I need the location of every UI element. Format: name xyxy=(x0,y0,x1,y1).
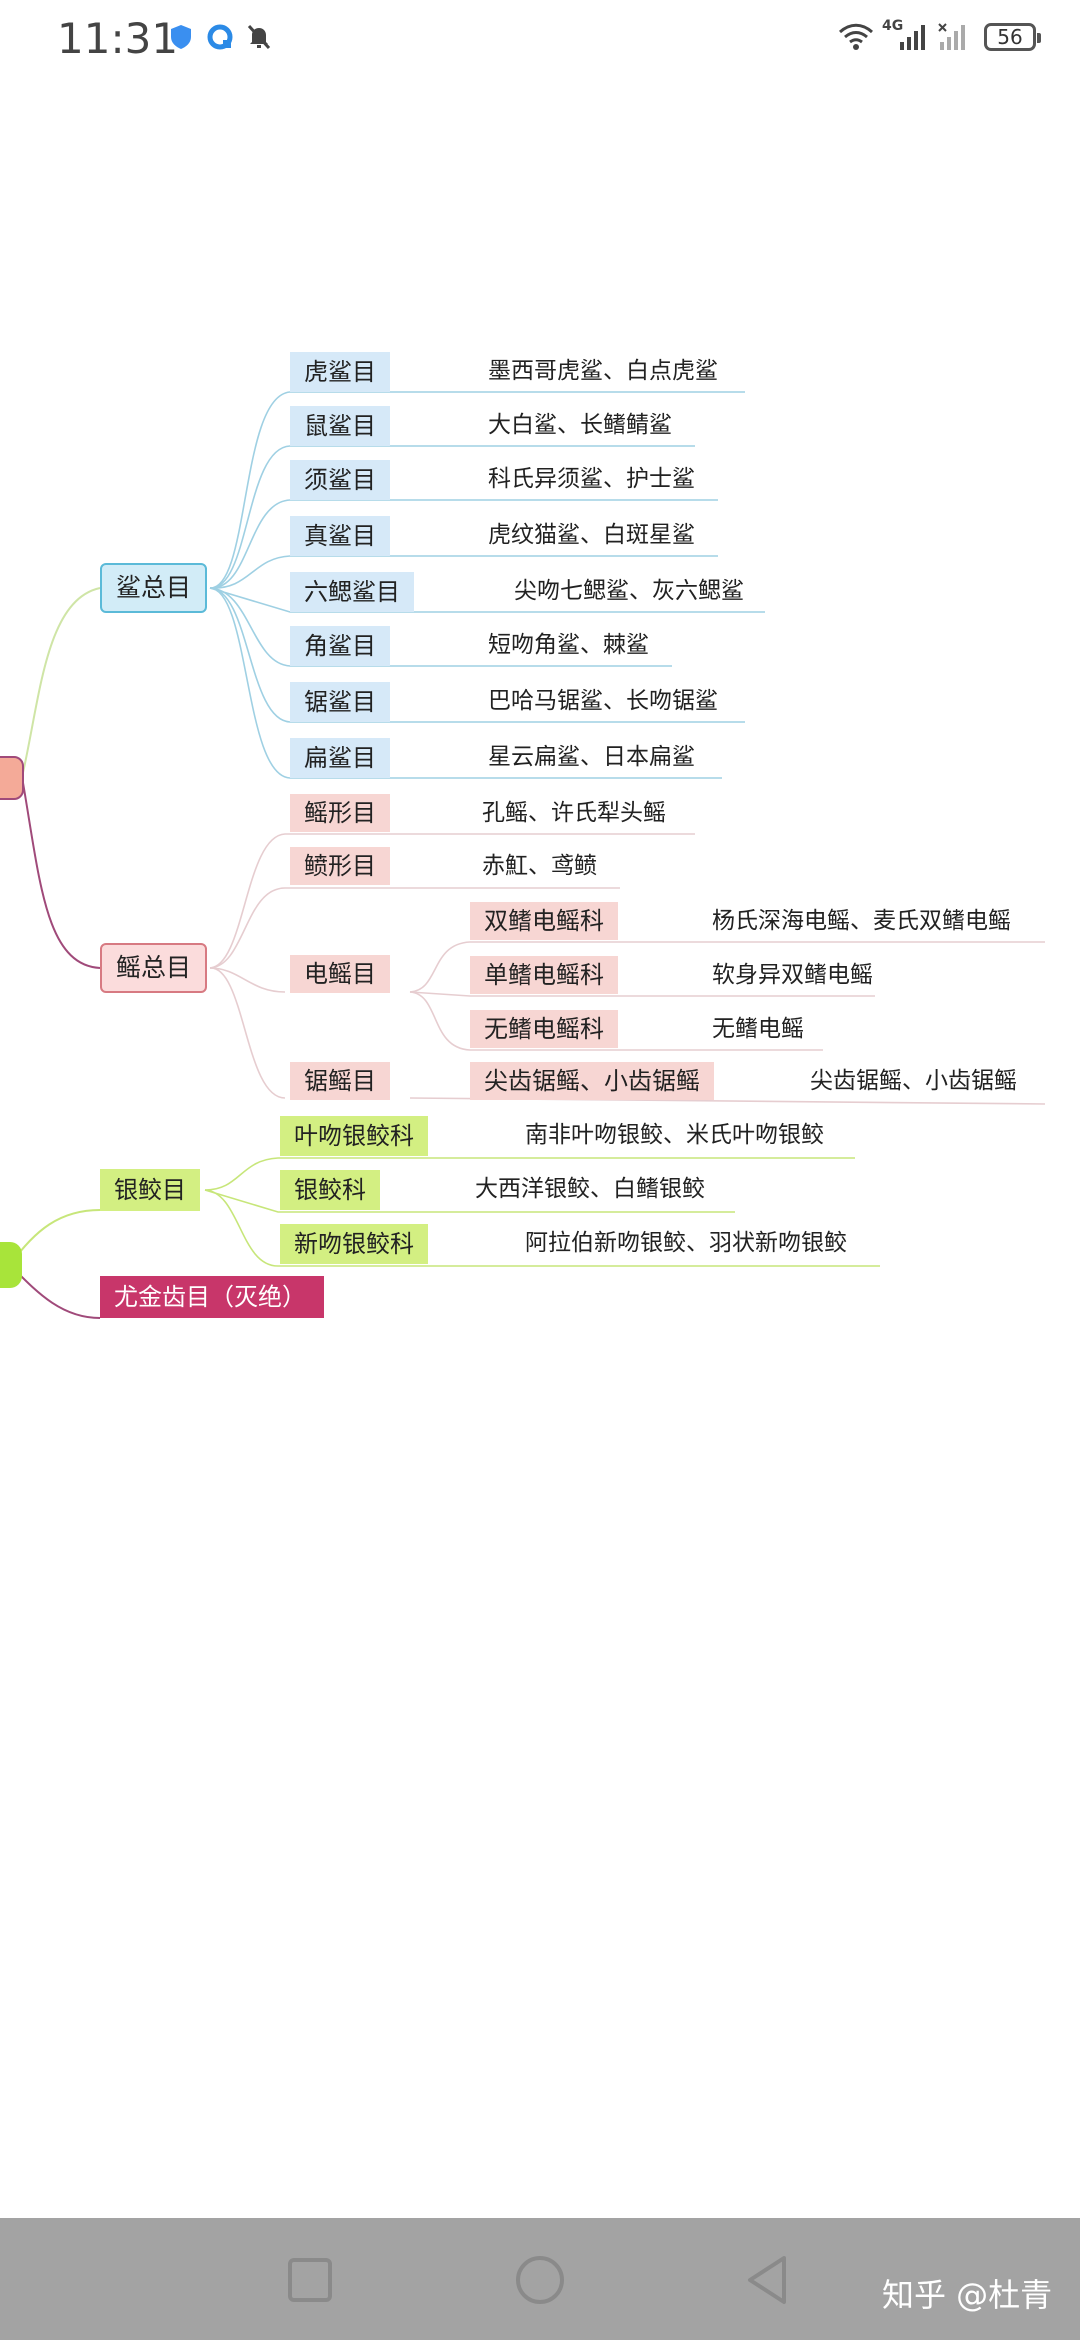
recent-apps-icon[interactable] xyxy=(282,2252,338,2308)
leaf-examples: 软身异双鳍电鳐 xyxy=(712,962,873,988)
leaf-examples: 南非叶吻银鲛、米氏叶吻银鲛 xyxy=(525,1122,824,1148)
leaf-examples: 大白鲨、长鳍鲭鲨 xyxy=(488,412,672,438)
battery-level: 56 xyxy=(997,25,1023,49)
node-order[interactable]: 须鲨目 xyxy=(290,460,390,500)
node-order[interactable]: 真鲨目 xyxy=(290,516,390,556)
node-order[interactable]: 角鲨目 xyxy=(290,626,390,666)
leaf-examples: 巴哈马锯鲨、长吻锯鲨 xyxy=(488,688,718,714)
watermark: 知乎 @杜青 xyxy=(882,2276,1053,2314)
leaf-examples: 尖齿锯鳐、小齿锯鳐 xyxy=(810,1068,1017,1094)
node-ray-superorder[interactable]: 鳐总目 xyxy=(100,943,208,993)
node-order[interactable]: 锯鲨目 xyxy=(290,682,390,722)
node-family[interactable]: 无鳍电鳐科 xyxy=(470,1010,618,1048)
leaf-examples: 尖吻七鳃鲨、灰六鳃鲨 xyxy=(514,578,744,604)
node-order[interactable]: 虎鲨目 xyxy=(290,352,390,392)
node-family[interactable]: 尖齿锯鳐、小齿锯鳐 xyxy=(470,1062,714,1100)
leaf-examples: 大西洋银鲛、白鳍银鲛 xyxy=(475,1176,705,1202)
network-type: 4G xyxy=(882,18,904,34)
root-node-elasmobranch[interactable] xyxy=(0,756,24,800)
nav-bar: 知乎 @杜青 xyxy=(0,2218,1080,2340)
leaf-examples: 阿拉伯新吻银鲛、羽状新吻银鲛 xyxy=(525,1230,847,1256)
node-order[interactable]: 扁鲨目 xyxy=(290,738,390,778)
leaf-examples: 虎纹猫鲨、白斑星鲨 xyxy=(488,522,695,548)
signal-icon xyxy=(900,25,925,50)
node-extinct-order[interactable]: 尤金齿目（灭绝） xyxy=(100,1276,324,1318)
leaf-examples: 赤魟、鸢鲼 xyxy=(482,853,597,879)
node-order[interactable]: 鳐形目 xyxy=(290,794,390,832)
bell-muted-icon xyxy=(247,24,271,50)
node-order[interactable]: 六鳃鲨目 xyxy=(290,572,414,612)
node-family[interactable]: 叶吻银鲛科 xyxy=(280,1116,428,1156)
leaf-examples: 杨氏深海电鳐、麦氏双鳍电鳐 xyxy=(712,908,1011,934)
signal-no-sim-icon xyxy=(938,23,965,50)
leaf-examples: 墨西哥虎鲨、白点虎鲨 xyxy=(488,358,718,384)
node-order[interactable]: 鼠鲨目 xyxy=(290,406,390,446)
leaf-examples: 孔鳐、许氏犁头鳐 xyxy=(482,800,666,826)
leaf-examples: 科氏异须鲨、护士鲨 xyxy=(488,466,695,492)
node-family[interactable]: 双鳍电鳐科 xyxy=(470,902,618,940)
node-chimaera-order[interactable]: 银鲛目 xyxy=(100,1169,200,1211)
node-family[interactable]: 银鲛科 xyxy=(280,1170,380,1210)
node-family[interactable]: 新吻银鲛科 xyxy=(280,1224,428,1264)
browser-icon xyxy=(207,24,233,50)
leaf-examples: 星云扁鲨、日本扁鲨 xyxy=(488,744,695,770)
node-order[interactable]: 锯鳐目 xyxy=(290,1062,390,1100)
root-node-holocephali[interactable] xyxy=(0,1242,22,1288)
status-bar: 11:31 4G 56 xyxy=(0,0,1080,80)
node-order[interactable]: 电鳐目 xyxy=(290,955,390,993)
node-family[interactable]: 单鳍电鳐科 xyxy=(470,956,618,994)
shield-icon xyxy=(171,25,191,49)
home-icon[interactable] xyxy=(512,2252,568,2308)
wifi-icon xyxy=(838,23,874,50)
node-shark-superorder[interactable]: 鲨总目 xyxy=(100,563,208,613)
leaf-examples: 无鳍电鳐 xyxy=(712,1016,804,1042)
leaf-examples: 短吻角鲨、棘鲨 xyxy=(488,632,649,658)
node-order[interactable]: 鲼形目 xyxy=(290,847,390,885)
back-icon[interactable] xyxy=(740,2252,796,2308)
battery-icon: 56 xyxy=(984,23,1041,51)
status-time: 11:31 xyxy=(57,14,179,63)
